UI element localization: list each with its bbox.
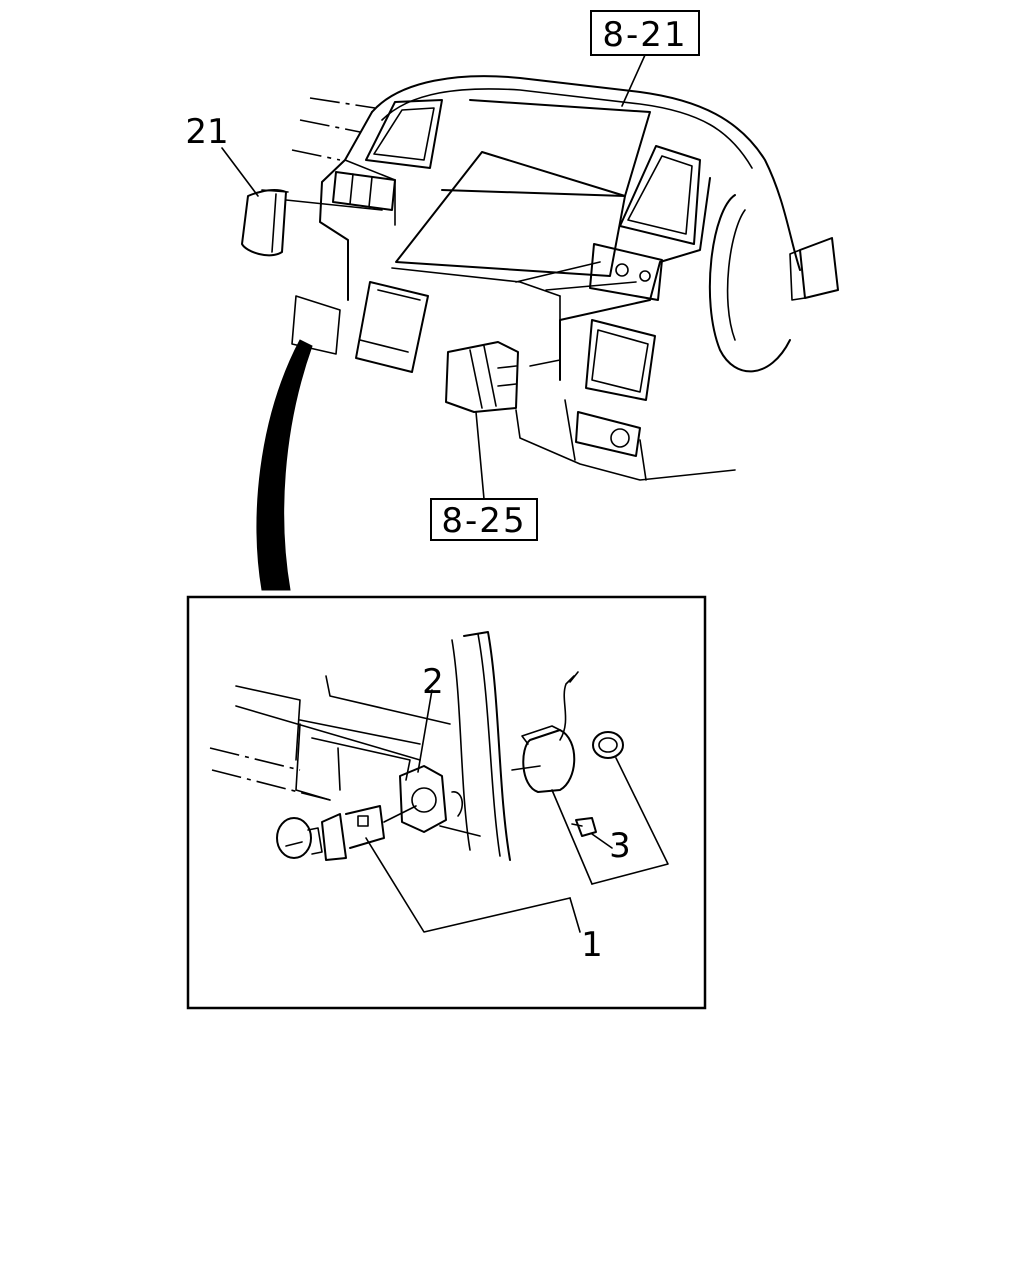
part-label-2: 2 [422, 662, 444, 702]
part-label-1: 1 [581, 925, 603, 965]
ref-box-top: 8-21 [590, 10, 700, 107]
detail-inset [186, 595, 707, 1010]
part-label-21: 21 [185, 112, 228, 152]
ref-box-bottom: 8-25 [430, 411, 538, 541]
detail-arrow [256, 339, 313, 591]
part-label-3: 3 [609, 826, 631, 866]
ref-label-bottom: 8-25 [441, 501, 526, 541]
ref-label-top: 8-21 [602, 15, 687, 55]
part-21-callout: 21 [185, 112, 259, 197]
instrument-panel-view [241, 75, 839, 481]
